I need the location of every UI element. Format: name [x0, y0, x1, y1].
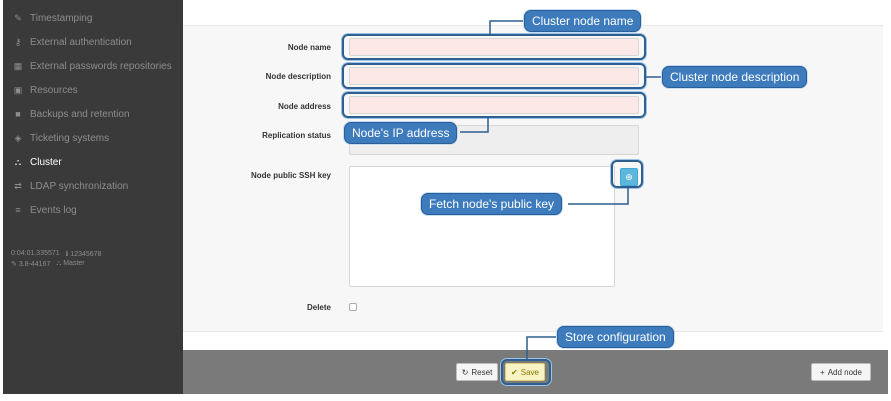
image-icon: ▣ — [13, 84, 23, 95]
callout-cluster-node-name: Cluster node name — [524, 10, 642, 32]
sidebar-item-label: Ticketing systems — [30, 132, 110, 144]
fetch-key-button[interactable]: ⊕ — [620, 168, 638, 186]
callout-node-ip-address: Node's IP address — [344, 122, 458, 144]
main-content: Node name Node description Node address … — [183, 0, 888, 394]
ssh-key-label: Node public SSH key — [250, 171, 331, 180]
sidebar-item-ticketing-systems[interactable]: ◈ Ticketing systems — [3, 126, 183, 150]
sidebar: ✎ Timestamping ⚷ External authentication… — [3, 0, 183, 394]
ssh-key-textarea[interactable] — [349, 166, 615, 287]
build-text: ℹ 12345678 — [66, 250, 102, 258]
sidebar-item-resources[interactable]: ▣ Resources — [3, 78, 183, 102]
archive-icon: ■ — [15, 109, 21, 119]
sidebar-item-label: External passwords repositories — [30, 60, 172, 72]
cluster-node-form: Node name Node description Node address … — [183, 25, 883, 332]
system-info-row-2: ✎ 3.8-44167 ⛬ Master — [11, 260, 85, 268]
sidebar-item-label: Timestamping — [30, 12, 93, 24]
sidebar-item-label: Events log — [30, 204, 77, 216]
info-icon: ℹ — [65, 251, 69, 258]
sidebar-item-events-log[interactable]: ≡ Events log — [3, 198, 183, 222]
delete-checkbox[interactable] — [349, 303, 357, 311]
list-icon: ≡ — [15, 205, 21, 215]
sidebar-item-label: Cluster — [30, 156, 62, 168]
tag-small-icon: ✎ — [11, 261, 17, 268]
node-name-label: Node name — [287, 43, 331, 52]
replication-status-label: Replication status — [262, 131, 331, 140]
sidebar-item-label: Backups and retention — [30, 108, 130, 120]
refresh-icon: ↻ — [461, 367, 469, 377]
version-text: ✎ 3.8-44167 — [11, 260, 50, 268]
callout-cluster-node-description: Cluster node description — [662, 66, 808, 88]
exchange-icon: ⇄ — [14, 180, 22, 191]
reset-label: Reset — [471, 367, 493, 377]
check-icon: ✔ — [511, 367, 518, 377]
node-address-input[interactable] — [349, 96, 639, 114]
delete-label: Delete — [306, 303, 331, 312]
sidebar-item-ldap-synchronization[interactable]: ⇄ LDAP synchronization — [3, 174, 183, 198]
sidebar-item-timestamping[interactable]: ✎ Timestamping — [3, 6, 183, 30]
sidebar-item-cluster[interactable]: ⛬ Cluster — [3, 150, 183, 174]
node-address-label: Node address — [278, 102, 331, 111]
sidebar-item-backups-and-retention[interactable]: ■ Backups and retention — [3, 102, 183, 126]
role-text: ⛬ Master — [56, 260, 84, 268]
reset-button[interactable]: ↻ Reset — [456, 363, 498, 381]
tag-icon: ◈ — [14, 132, 22, 143]
build-number: 12345678 — [70, 251, 102, 258]
fetch-icon: ⊕ — [625, 171, 633, 182]
sidebar-item-label: LDAP synchronization — [30, 180, 129, 192]
sitemap-icon: ⛬ — [14, 156, 22, 167]
sitemap-small-icon: ⛬ — [56, 260, 62, 267]
plus-icon: + — [820, 367, 825, 377]
sidebar-item-external-authentication[interactable]: ⚷ External authentication — [3, 30, 183, 54]
sidebar-item-label: External authentication — [30, 36, 132, 48]
grid-icon: ▦ — [13, 60, 23, 71]
sidebar-item-label: Resources — [30, 84, 78, 96]
callout-store-configuration: Store configuration — [557, 326, 674, 348]
action-bar: ↻ Reset ✔ Save + Add node — [183, 350, 888, 394]
save-button[interactable]: ✔ Save — [505, 363, 545, 381]
add-node-label: Add node — [827, 367, 862, 377]
save-label: Save — [520, 367, 539, 377]
add-node-button[interactable]: + Add node — [811, 363, 871, 381]
key-icon: ⚷ — [14, 36, 22, 47]
sidebar-item-external-passwords-repositories[interactable]: ▦ External passwords repositories — [3, 54, 183, 78]
node-description-input[interactable] — [349, 67, 639, 85]
node-description-label: Node description — [265, 72, 331, 81]
system-info-row-1: 0:04:01.335571 ℹ 12345678 — [11, 250, 101, 258]
role-value: Master — [63, 260, 85, 267]
uptime-text: 0:04:01.335571 — [11, 250, 60, 257]
node-name-input[interactable] — [349, 38, 639, 56]
version-number: 3.8-44167 — [18, 261, 51, 268]
callout-fetch-public-key: Fetch node's public key — [421, 193, 563, 215]
pencil-icon: ✎ — [14, 12, 22, 23]
